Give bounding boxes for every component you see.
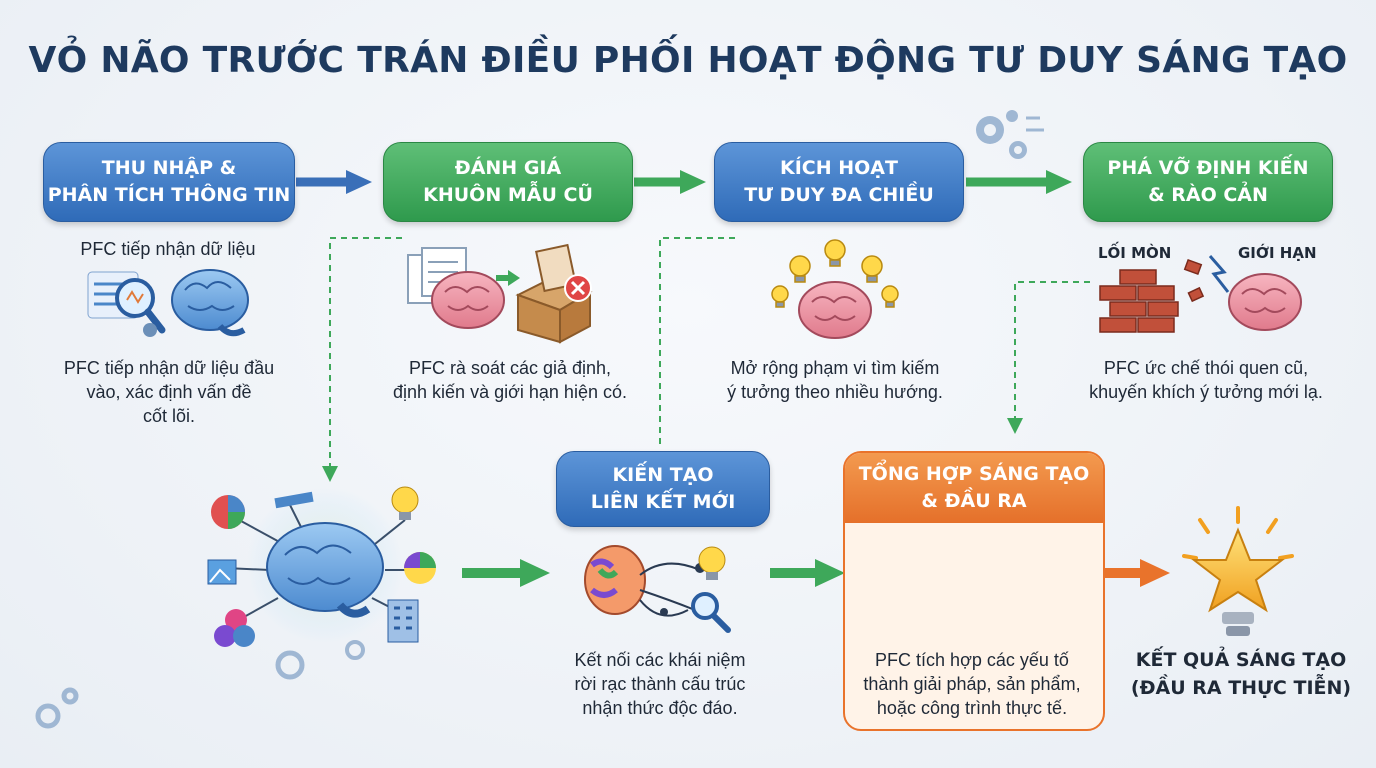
brick-wall-icon [1099, 258, 1205, 333]
step-synthesize-panel: TỔNG HỢP SÁNG TẠO & ĐẦU RA [843, 451, 1105, 731]
arrow-synthesize-to-result [1104, 559, 1170, 587]
magnifier-data-icon [87, 271, 166, 337]
step-collect-line2: PHÂN TÍCH THÔNG TIN [47, 184, 291, 206]
step-evaluate-description: PFC rà soát các giả định, định kiến và g… [393, 358, 627, 402]
arrow-activate-to-break [966, 170, 1072, 194]
gears-icon-bottom-left [35, 687, 79, 729]
dashed-connector-activate-down [659, 237, 735, 445]
step-collect-subtitle: PFC tiếp nhận dữ liệu [80, 239, 256, 259]
step-connect-line2: LIÊN KẾT MỚI [590, 491, 736, 513]
lightning-icon [1208, 255, 1230, 293]
brain-pink-icon-step4 [1228, 273, 1302, 331]
step-activate-box: KÍCH HOẠT TƯ DUY ĐA CHIỀU [714, 142, 964, 222]
gears-icon-top [976, 110, 1044, 159]
step-synthesize-header: TỔNG HỢP SÁNG TẠO & ĐẦU RA [845, 453, 1103, 523]
lightbulbs-icon [771, 239, 899, 308]
brain-connections-icon [584, 545, 731, 633]
step-evaluate-box: ĐÁNH GIÁ KHUÔN MẪU CŨ [383, 142, 633, 222]
step-collect-description: PFC tiếp nhận dữ liệu đầu vào, xác định … [63, 358, 275, 426]
page-title: VỎ NÃO TRƯỚC TRÁN ĐIỀU PHỐI HOẠT ĐỘNG TƯ… [28, 40, 1348, 81]
lightbulb-star-icon [1182, 506, 1294, 636]
arrow-brain-to-connect [462, 559, 550, 587]
brain-pink-icon-step2 [431, 271, 505, 329]
brain-pink-icon-step3 [798, 281, 872, 339]
tag-gioi-han: GIỚI HẠN [1238, 244, 1317, 262]
arrow-connect-to-synthesize [770, 559, 845, 587]
result-label: KẾT QUẢ SÁNG TẠO (ĐẦU RA THỰC TIỄN) [1130, 649, 1352, 699]
step-break-line2: & RÀO CẢN [1148, 184, 1268, 206]
dashed-connector-evaluate-down [329, 237, 402, 470]
step-collect-line1: THU NHẬP & [101, 157, 237, 179]
step-activate-line1: KÍCH HOẠT [780, 157, 898, 179]
step-activate-description: Mở rộng phạm vi tìm kiếm ý tưởng theo nh… [727, 358, 943, 402]
brain-blue-icon-step1 [171, 269, 249, 337]
step-synthesize-line2: & ĐẦU RA [921, 490, 1027, 512]
step-connect-line1: KIẾN TẠO [612, 464, 714, 486]
step-activate-line2: TƯ DUY ĐA CHIỀU [744, 184, 934, 206]
step-evaluate-line2: KHUÔN MẪU CŨ [423, 184, 593, 206]
arrow-evaluate-to-activate [634, 170, 706, 194]
box-rejected-icon [515, 243, 593, 344]
step-break-line1: PHÁ VỠ ĐỊNH KIẾN [1107, 157, 1309, 179]
dashed-connector-break-down [1014, 281, 1090, 420]
step-connect-description: Kết nối các khái niệm rời rạc thành cấu … [574, 650, 746, 718]
step-collect-box: THU NHẬP & PHÂN TÍCH THÔNG TIN [43, 142, 295, 222]
arrow-collect-to-evaluate [296, 170, 372, 194]
step-connect-box: KIẾN TẠO LIÊN KẾT MỚI [556, 451, 770, 527]
step-break-description: PFC ức chế thói quen cũ, khuyến khích ý … [1089, 358, 1323, 402]
step-synthesize-line1: TỔNG HỢP SÁNG TẠO [858, 463, 1090, 485]
step-evaluate-line1: ĐÁNH GIÁ [454, 157, 562, 179]
step-break-box: PHÁ VỠ ĐỊNH KIẾN & RÀO CẢN [1083, 142, 1333, 222]
step-synthesize-description: PFC tích hợp các yếu tố thành giải pháp,… [863, 650, 1081, 718]
tag-loi-mon: LỐI MÒN [1098, 244, 1172, 262]
network-brain-icon [207, 486, 436, 680]
